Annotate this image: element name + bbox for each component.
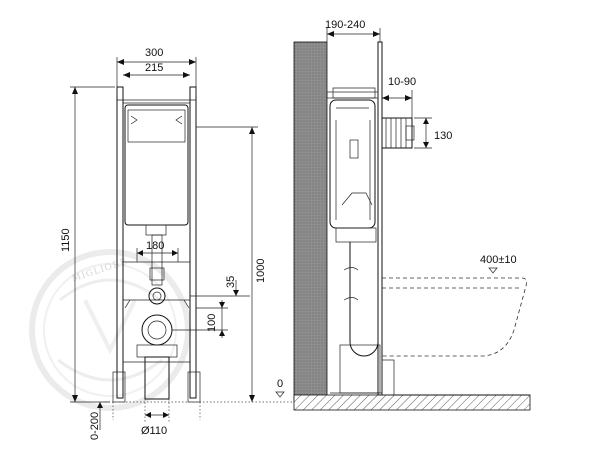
floor-section (293, 394, 531, 411)
dim-adjust-0-200: 0-200 (89, 412, 101, 440)
side-cistern (329, 99, 376, 229)
dim-offset-100: 100 (206, 314, 218, 332)
dim-height-total: 1150 (60, 228, 72, 252)
cistern (124, 104, 189, 226)
wall-section (293, 41, 328, 403)
frame-post-right (189, 86, 197, 399)
dim-width-inner: 215 (145, 62, 163, 74)
dim-flush-spacing: 180 (146, 240, 164, 252)
floor-level-marker: 0 (275, 378, 285, 398)
svg-text:0: 0 (277, 378, 283, 390)
dim-wall-depth: 190-240 (325, 19, 365, 31)
waste-outlet (141, 314, 173, 346)
dim-pipe-diameter: Ø110 (141, 425, 167, 437)
front-view: 300 215 1150 180 35 100 1000 (60, 47, 295, 440)
waste-pipe (144, 356, 170, 400)
side-view: 190-240 10-90 130 400±10 (293, 19, 531, 411)
wall-hung-bowl (382, 277, 527, 357)
dim-bowl-height: 400±10 (480, 254, 517, 266)
flush-connection (381, 117, 413, 149)
dim-offset-35: 35 (225, 276, 237, 288)
dim-width-outer: 300 (145, 47, 163, 59)
dim-adjust-10-90: 10-90 (388, 76, 416, 88)
dim-height-1000: 1000 (255, 259, 267, 283)
flush-inlet (148, 287, 166, 305)
watermark-logo (29, 249, 191, 411)
front-panel (377, 41, 383, 396)
dim-connection-130: 130 (434, 130, 452, 142)
frame-post-left (116, 86, 124, 399)
